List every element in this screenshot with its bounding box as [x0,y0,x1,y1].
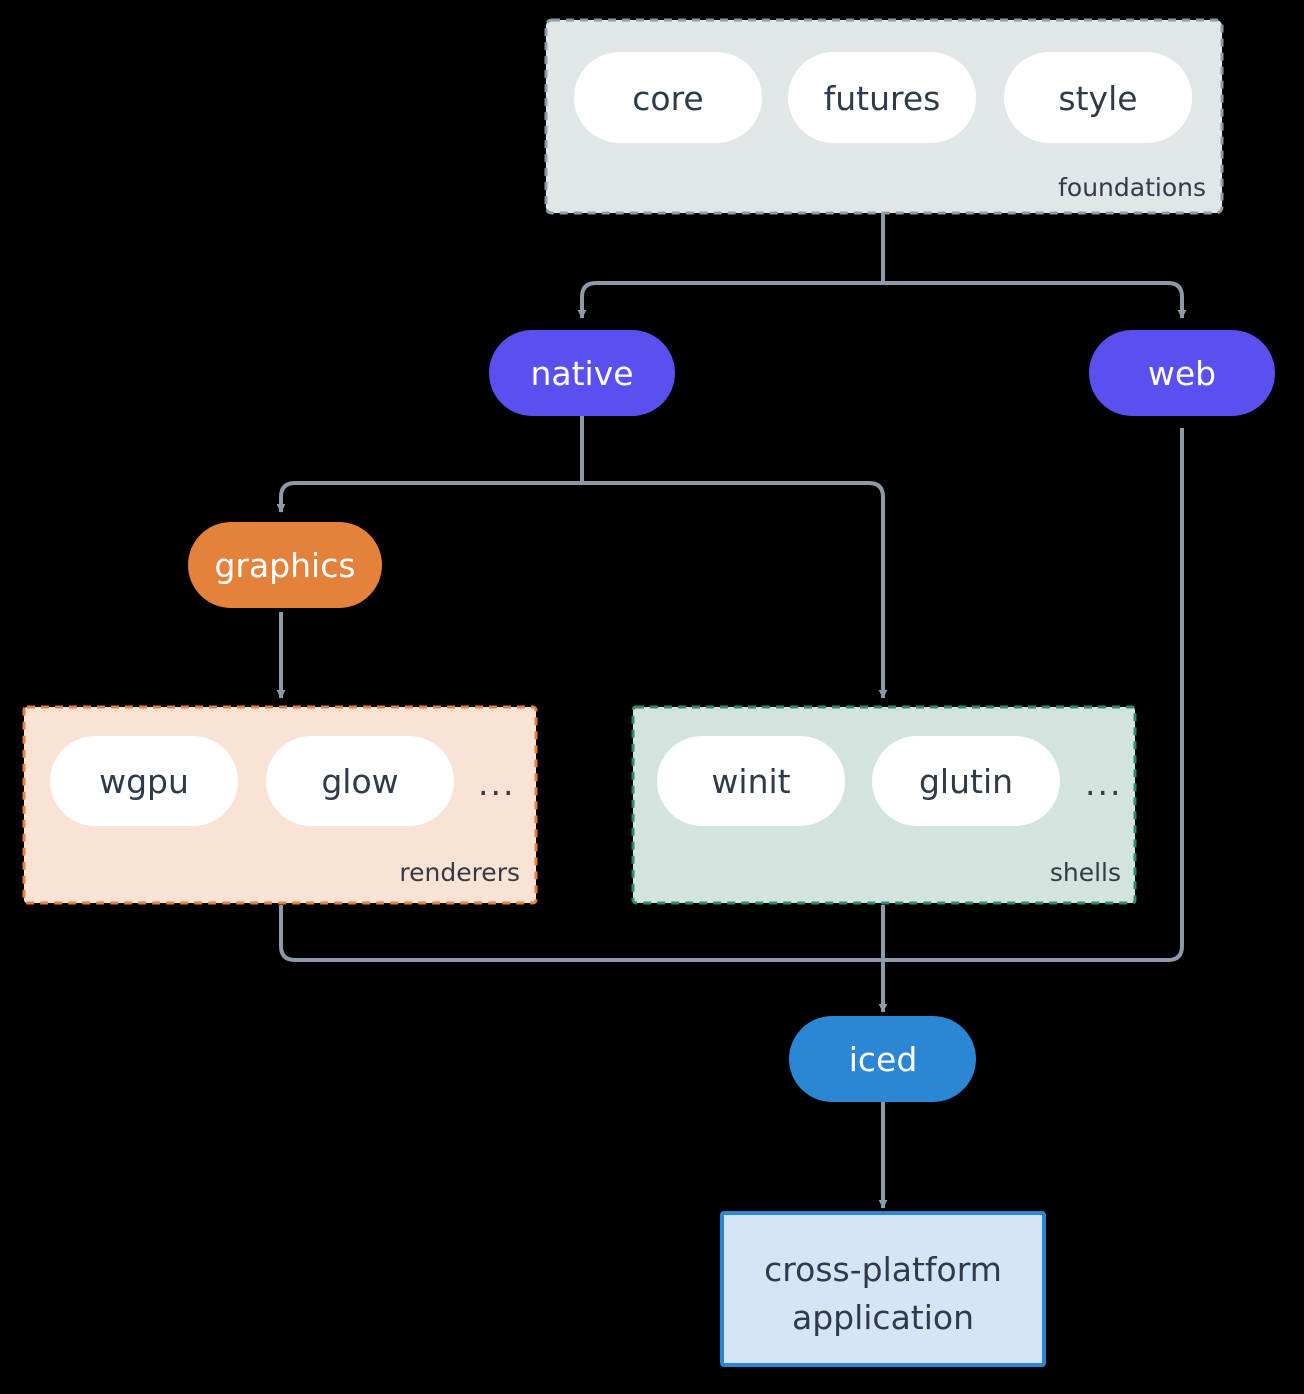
node-style-label: style [1058,79,1137,118]
node-iced[interactable]: iced [789,1016,976,1102]
renderers-ellipsis: ... [478,764,515,803]
node-core-label: core [632,79,703,118]
cluster-foundations-caption: foundations [1058,173,1206,202]
node-glow[interactable] [266,736,454,826]
node-native[interactable]: native [489,330,675,416]
node-application-label-line1: cross-platform [764,1250,1002,1289]
node-native-label: native [530,354,633,393]
node-glutin-label: glutin [919,762,1013,801]
node-graphics-label: graphics [214,546,355,585]
edge-native-to-graphics [276,481,582,513]
node-graphics-shape[interactable] [188,522,382,608]
cluster-renderers[interactable]: wgpu glow ... renderers [22,705,538,905]
edge-renderers-to-iced [279,905,883,962]
node-style[interactable] [1004,52,1192,143]
node-futures-label: futures [824,79,941,118]
node-glutin[interactable] [872,736,1060,826]
node-iced-label: iced [849,1040,918,1079]
node-winit[interactable] [657,736,845,826]
node-wgpu[interactable] [50,736,238,826]
edge-native-to-shells [582,481,888,699]
node-graphics[interactable]: graphics [188,522,382,608]
node-web[interactable]: web [1089,330,1275,416]
node-wgpu-label: wgpu [99,762,189,801]
cluster-shells-caption: shells [1050,858,1121,887]
node-native-shape[interactable] [489,330,675,416]
edge-foundations-to-native [577,281,883,319]
node-application[interactable]: cross-platform application [720,1211,1046,1367]
edge-web-to-iced [883,428,1184,962]
cluster-renderers-caption: renderers [399,858,520,887]
node-glow-label: glow [321,762,398,801]
node-application-shape[interactable] [720,1211,1046,1367]
node-iced-shape[interactable] [789,1016,976,1102]
shells-ellipsis: ... [1085,764,1122,803]
cluster-shells[interactable]: winit glutin ... shells [631,705,1137,905]
node-core[interactable] [574,52,762,143]
edge-layer [276,213,1187,1209]
node-futures[interactable] [788,52,976,143]
node-web-shape[interactable] [1089,330,1275,416]
edge-foundations-to-web [883,281,1187,319]
node-winit-label: winit [711,762,790,801]
cluster-foundations[interactable]: core futures style foundations [544,18,1224,215]
node-web-label: web [1148,354,1216,393]
node-application-label-line2: application [792,1298,974,1337]
